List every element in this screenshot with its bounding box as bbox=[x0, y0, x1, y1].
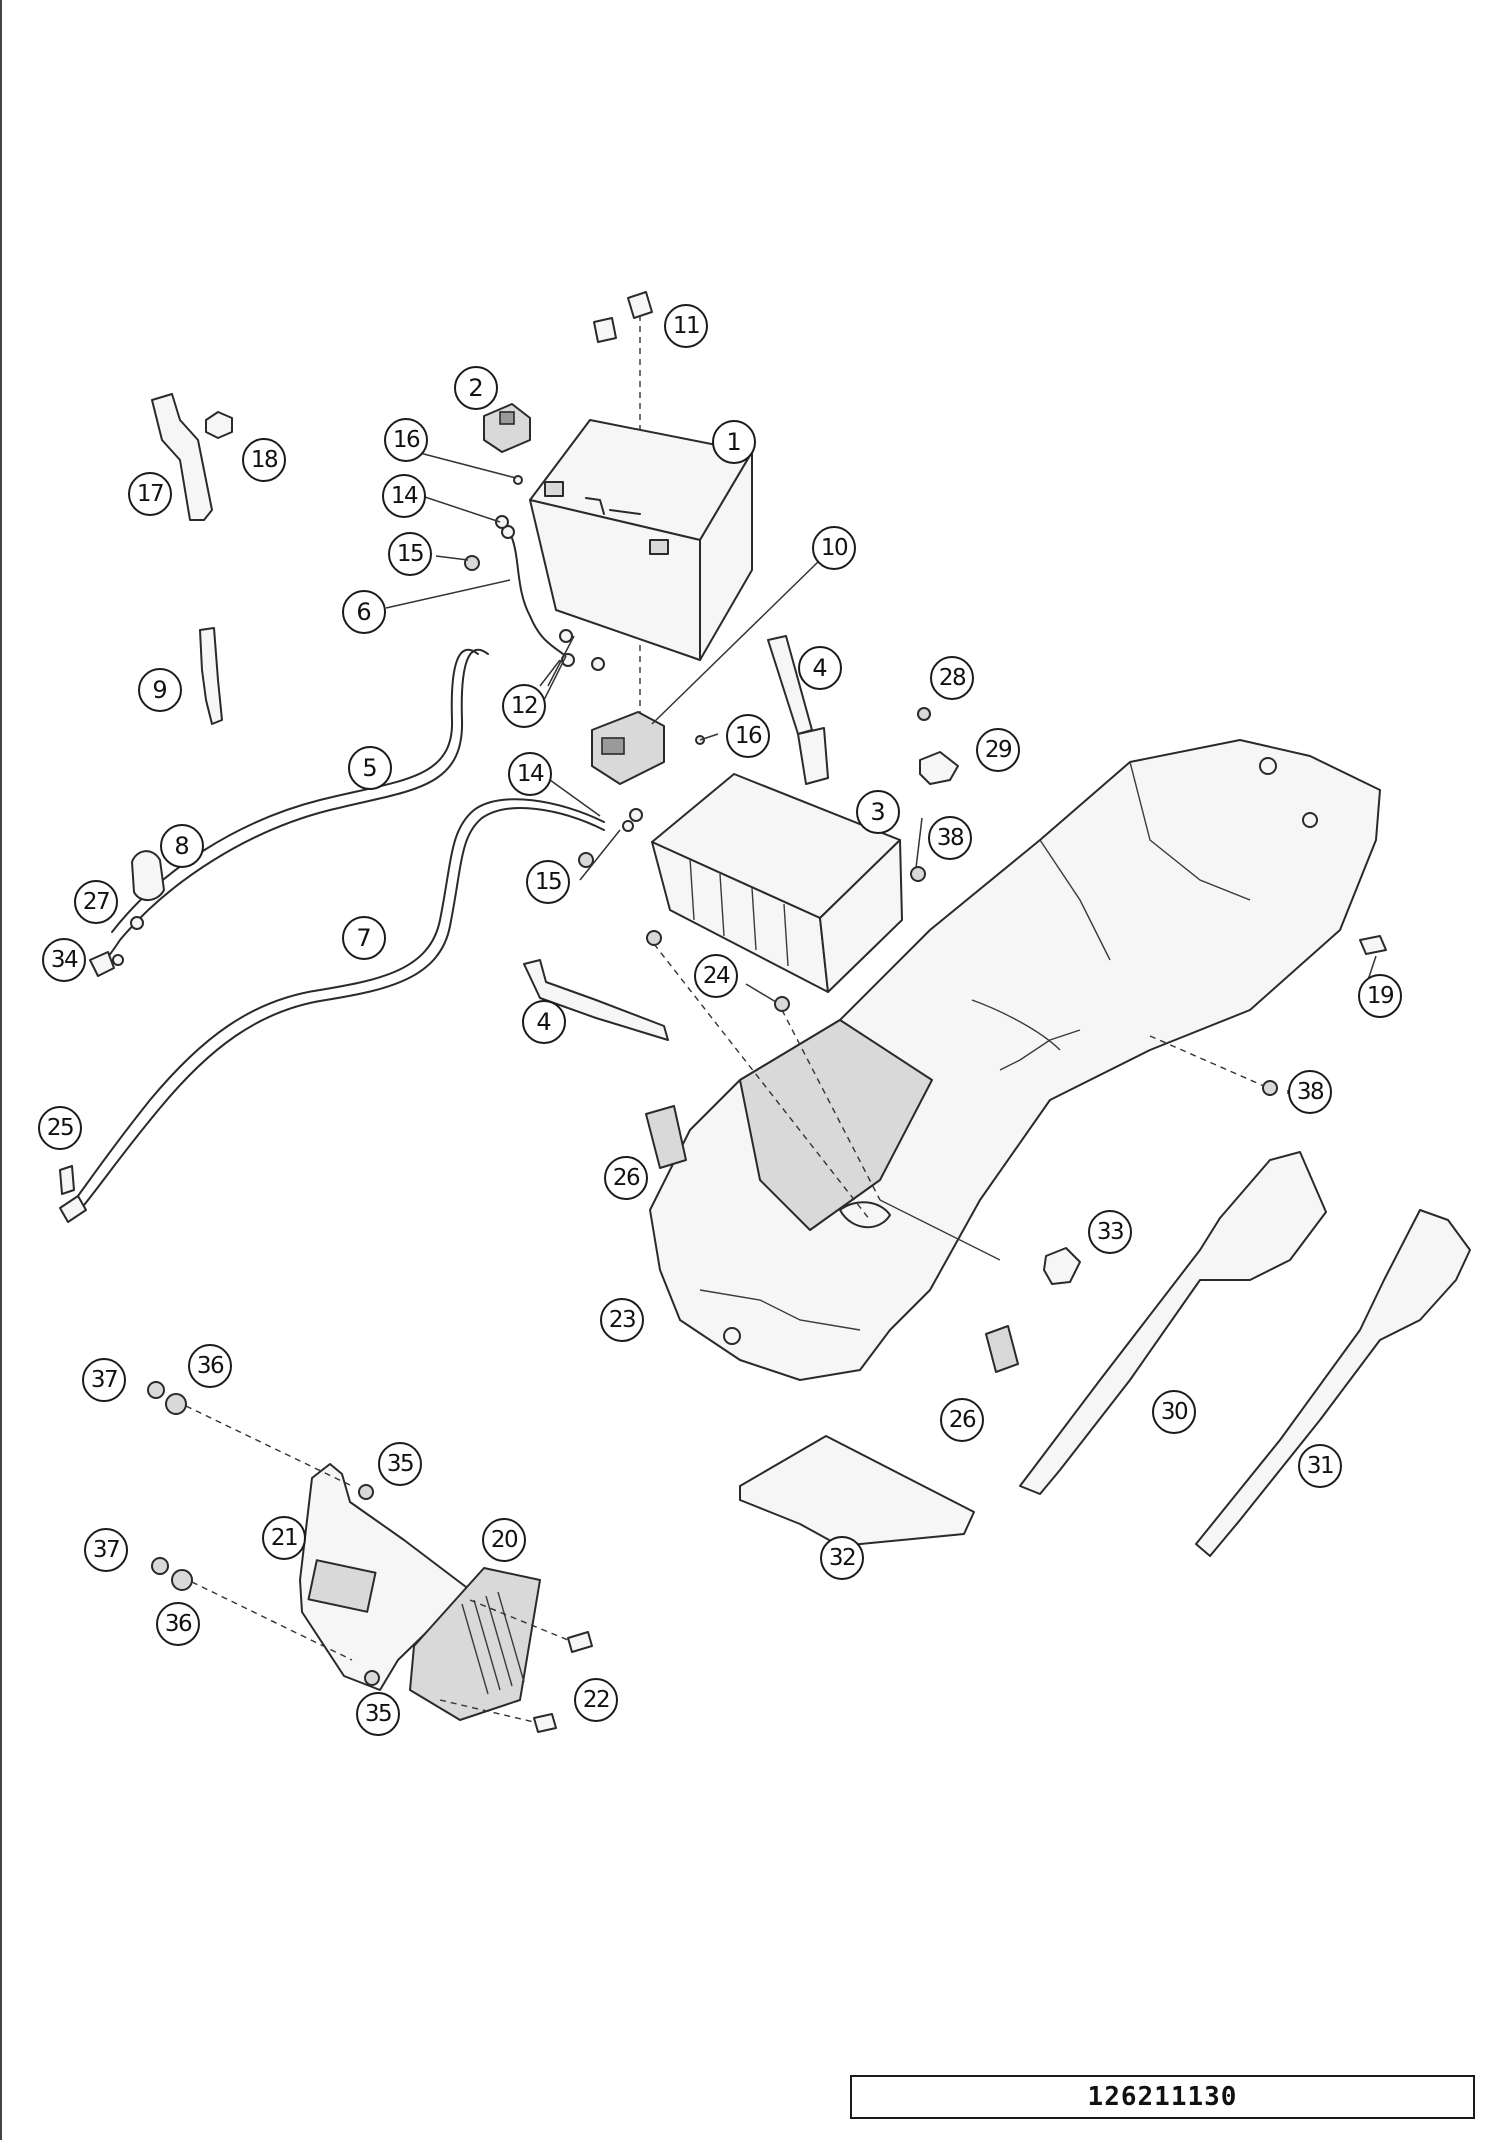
callout-5: 5 bbox=[348, 746, 392, 790]
callout-23: 23 bbox=[600, 1298, 644, 1342]
callout-19: 19 bbox=[1358, 974, 1402, 1018]
page-border bbox=[0, 0, 2, 2140]
callout-29: 29 bbox=[976, 728, 1020, 772]
floor-plate-shape bbox=[739, 1435, 975, 1547]
callout-7: 7 bbox=[342, 916, 386, 960]
callout-4-lower: 4 bbox=[522, 1000, 566, 1044]
callout-3: 3 bbox=[856, 790, 900, 834]
callout-18: 18 bbox=[242, 438, 286, 482]
callout-36-lower: 36 bbox=[156, 1602, 200, 1646]
side-cover-shapes bbox=[1019, 1151, 1471, 1557]
left-small-parts bbox=[59, 393, 233, 1195]
callout-21: 21 bbox=[262, 1516, 306, 1560]
callout-1: 1 bbox=[712, 420, 756, 464]
callout-22: 22 bbox=[574, 1678, 618, 1722]
second-cable-shape bbox=[71, 798, 605, 1205]
small-hardware-shapes bbox=[464, 475, 705, 868]
callout-38-upper: 38 bbox=[928, 816, 972, 860]
callout-37-upper: 37 bbox=[82, 1358, 126, 1402]
callout-16-upper: 16 bbox=[384, 418, 428, 462]
callout-14-lower: 14 bbox=[508, 752, 552, 796]
callout-20: 20 bbox=[482, 1518, 526, 1562]
callout-34: 34 bbox=[42, 938, 86, 982]
callout-26-left: 26 bbox=[604, 1156, 648, 1200]
clip-screw-shapes bbox=[917, 707, 959, 785]
callout-28: 28 bbox=[930, 656, 974, 700]
clip-shape bbox=[1043, 1247, 1081, 1285]
strap-shapes bbox=[523, 635, 829, 1041]
callout-15-upper: 15 bbox=[388, 532, 432, 576]
callout-38-lower: 38 bbox=[1288, 1070, 1332, 1114]
callout-8: 8 bbox=[160, 824, 204, 868]
battery-shape bbox=[529, 419, 753, 661]
callout-26-right: 26 bbox=[940, 1398, 984, 1442]
battery-terminal-cover-shape bbox=[593, 291, 653, 343]
regulator-group-shapes bbox=[147, 1381, 593, 1733]
callout-11: 11 bbox=[664, 304, 708, 348]
nut-shapes bbox=[646, 866, 1387, 1221]
callout-30: 30 bbox=[1152, 1390, 1196, 1434]
terminal-block-shape bbox=[483, 403, 531, 453]
callout-12: 12 bbox=[502, 684, 546, 728]
callout-10: 10 bbox=[812, 526, 856, 570]
callout-35-upper: 35 bbox=[378, 1442, 422, 1486]
callout-16-lower: 16 bbox=[726, 714, 770, 758]
callout-4-upper: 4 bbox=[798, 646, 842, 690]
leader-lines bbox=[385, 451, 1377, 1094]
callout-37-lower: 37 bbox=[84, 1528, 128, 1572]
fuse-box-shape bbox=[591, 559, 821, 785]
rear-mudguard-shape bbox=[649, 739, 1381, 1381]
callout-9: 9 bbox=[138, 668, 182, 712]
drawing-id-label: 126211130 bbox=[850, 2075, 1475, 2119]
short-cable-shape bbox=[511, 537, 567, 657]
callout-6: 6 bbox=[342, 590, 386, 634]
reflector-plate-shape bbox=[645, 1105, 687, 1169]
main-cable-shape bbox=[99, 648, 489, 965]
callout-15-lower: 15 bbox=[526, 860, 570, 904]
callout-27: 27 bbox=[74, 880, 118, 924]
callout-33: 33 bbox=[1088, 1210, 1132, 1254]
battery-tray-shape bbox=[651, 773, 903, 993]
callout-25: 25 bbox=[38, 1106, 82, 1150]
callout-32: 32 bbox=[820, 1536, 864, 1580]
callout-35-lower: 35 bbox=[356, 1692, 400, 1736]
callout-14-upper: 14 bbox=[382, 474, 426, 518]
callout-31: 31 bbox=[1298, 1444, 1342, 1488]
callout-2: 2 bbox=[454, 366, 498, 410]
callout-24: 24 bbox=[694, 954, 738, 998]
callout-36-upper: 36 bbox=[188, 1344, 232, 1388]
callout-17: 17 bbox=[128, 472, 172, 516]
